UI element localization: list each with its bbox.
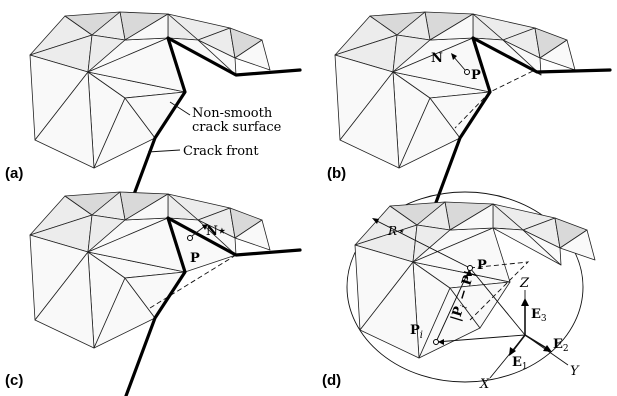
normal-arrowhead-c [202,224,208,230]
pi-label-d: Pi [410,323,423,341]
surface-label-line2-a: crack surface [192,120,282,135]
e1-label: E1 [512,355,528,372]
panel-label-b: (b) [327,165,346,182]
x-axis-label: X [479,377,490,392]
crack-front-upper-c [166,216,302,257]
e3-label: E3 [531,307,547,324]
point-pi-d [433,339,439,345]
crack-front-b [423,36,492,234]
point-label-d: P [477,258,487,273]
front-leader-a [147,149,181,153]
point-label-c: P [190,251,200,266]
tangent-plane-c [149,254,237,309]
mesh-c [29,191,271,349]
e1-arrowhead [509,347,516,356]
front-label-a: Crack front [183,144,259,159]
crack-front-upper-a [166,36,302,77]
panel-c: N⋆ P (c) [5,191,302,396]
panel-label-a: (a) [5,165,23,182]
panel-d: R⋆ P Pi |Pi − P| E3 E2 E1 Z Y X (d) [322,191,596,392]
e2-arrowhead [543,345,552,352]
radius-label: R⋆ [387,224,405,238]
point-p-c [187,235,193,241]
normal-label-b: N [431,51,443,66]
radius-line [374,219,471,269]
surface-label-line1-a: Non-smooth [192,106,273,121]
panel-label-d: (d) [322,372,341,389]
panel-a: Non-smooth crack surface Crack front (a) [5,11,302,234]
point-p-d [467,265,473,271]
crack-front-a [118,36,187,234]
z-axis-label: Z [519,276,530,291]
normal-arrow-c [191,225,206,237]
p-to-origin-line [469,267,526,336]
point-p-b [464,69,470,75]
e2-label: E2 [553,337,569,354]
influence-ellipse [346,191,584,383]
normal-arrow-b [452,55,466,71]
e1-vector [511,334,526,353]
crack-front-c [124,216,187,396]
normal-arrowhead-b [451,53,457,60]
p-arrowhead [466,270,472,276]
mesh-b [334,11,576,169]
surface-leader-a [169,101,191,116]
point-label-b: P [471,68,481,83]
radius-arrowhead [372,218,379,224]
p-to-pi-line [435,267,471,343]
panel-b: N P (b) [327,11,612,234]
e2-vector [524,334,549,350]
pi-to-origin-line [435,334,526,343]
panel-label-c: (c) [5,372,23,389]
e3-arrowhead [521,298,529,306]
pi-arrowhead [438,339,444,345]
normal-label-c: N⋆ [206,224,226,239]
y-axis-label: Y [570,364,580,379]
cut-plane-d [469,261,530,321]
crack-front-upper-b [471,36,612,74]
